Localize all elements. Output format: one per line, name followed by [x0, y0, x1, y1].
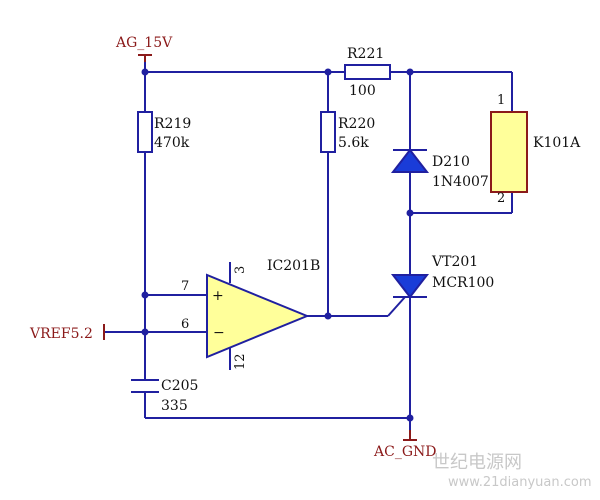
ic201b-minus-sign: − [213, 325, 225, 341]
watermark-cn: 世纪电源网 [432, 452, 522, 473]
ic201b-pin-plus-in: 7 [181, 279, 189, 294]
vref-port: VREF5.2 [29, 324, 105, 342]
c205-ref: C205 [161, 378, 198, 394]
k101a-pin1: 1 [497, 93, 505, 108]
resistor-r219: R219 470k [137, 111, 191, 153]
supply-net-label: AG_15V [115, 35, 173, 51]
k101a-ref: K101A [533, 135, 581, 151]
r221-ref: R221 [347, 46, 384, 62]
r219-ref: R219 [154, 116, 191, 132]
ic201b-plus-sign: + [212, 288, 224, 304]
watermark: 世纪电源网 www.21dianyuan.com [432, 452, 591, 490]
d210-value: 1N4007 [432, 174, 489, 190]
ic201b-ref: IC201B [267, 258, 320, 274]
d210-ref: D210 [432, 154, 470, 170]
wires [104, 60, 513, 434]
c205-value: 335 [161, 398, 188, 414]
resistor-r221: R221 100 [344, 46, 391, 99]
resistor-r220: R220 5.6k [320, 111, 375, 153]
ic201b-pin-minus-in: 6 [181, 317, 189, 332]
r220-value: 5.6k [338, 135, 369, 151]
scr-vt201: VT201 MCR100 [390, 254, 494, 299]
vt201-ref: VT201 [431, 254, 478, 270]
ic201b-pin-top: 3 [233, 266, 248, 274]
k101a-pin2: 2 [497, 191, 505, 206]
watermark-url: www.21dianyuan.com [448, 475, 591, 490]
junction-dots [141, 68, 414, 422]
opamp-ic201b: IC201B + − 7 6 3 12 [181, 258, 320, 370]
relay-k101a: K101A 1 2 [490, 93, 581, 206]
r220-ref: R220 [338, 116, 375, 132]
diode-d210: D210 1N4007 [390, 148, 489, 190]
ic201b-pin-bottom: 12 [233, 353, 248, 370]
supply-symbol: AG_15V [115, 35, 173, 62]
vref-net-label: VREF5.2 [29, 326, 93, 342]
ground-net-label: AC_GND [373, 444, 436, 460]
vt201-value: MCR100 [432, 275, 494, 291]
ground-symbol: AC_GND [373, 430, 436, 460]
r221-value: 100 [349, 83, 376, 99]
r219-value: 470k [154, 135, 190, 151]
capacitor-c205: C205 335 [131, 378, 198, 414]
